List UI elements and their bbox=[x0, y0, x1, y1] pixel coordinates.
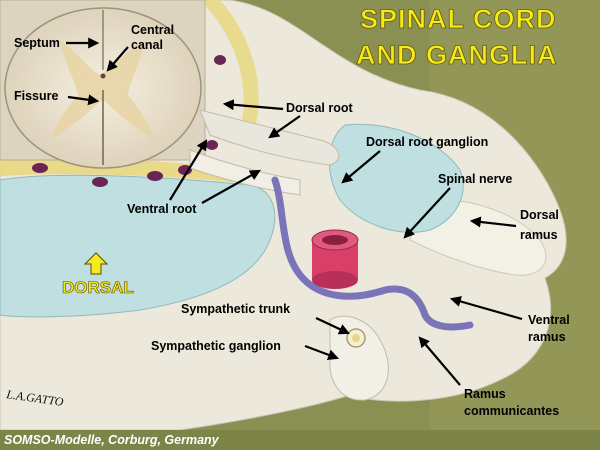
title-line-1: SPINAL CORD bbox=[360, 4, 557, 34]
label-dorsal-ramus-2: ramus bbox=[520, 228, 558, 242]
membrane-band-top bbox=[0, 157, 232, 182]
arrow-central-canal bbox=[106, 46, 129, 72]
arrow-dorsal-root-ganglion bbox=[341, 150, 381, 184]
fluid-space-left bbox=[0, 174, 276, 318]
label-fissure: Fissure bbox=[14, 89, 59, 103]
leader-arrows bbox=[66, 37, 523, 386]
arrow-ventral-root-2 bbox=[201, 169, 261, 204]
label-central-canal-1: Central bbox=[131, 23, 174, 37]
label-dorsal-ramus-1: Dorsal bbox=[520, 208, 559, 222]
arrow-dorsal-root-2 bbox=[268, 115, 301, 139]
label-dorsal-root: Dorsal root bbox=[286, 101, 354, 115]
label-septum: Septum bbox=[14, 36, 60, 50]
label-sympathetic-ganglion: Sympathetic ganglion bbox=[151, 339, 281, 353]
arrow-ramus-communicantes bbox=[418, 336, 461, 386]
arrow-sympathetic-trunk bbox=[315, 317, 350, 335]
label-spinal-nerve: Spinal nerve bbox=[438, 172, 512, 186]
membrane-band-upper bbox=[200, 0, 259, 130]
title-line-2: AND GANGLIA bbox=[356, 40, 558, 70]
arrow-fissure bbox=[67, 94, 100, 106]
artery-vessel bbox=[311, 229, 359, 289]
label-central-canal-2: canal bbox=[131, 38, 163, 52]
label-ventral-ramus-1: Ventral bbox=[528, 313, 570, 327]
fluid-space-right bbox=[328, 123, 464, 233]
up-arrow-icon bbox=[83, 252, 109, 275]
dorsal-orientation-label: DORSAL bbox=[62, 278, 134, 297]
arrow-ventral-ramus bbox=[449, 296, 523, 321]
central-canal-dot bbox=[100, 73, 106, 79]
label-dorsal-root-ganglion: Dorsal root ganglion bbox=[366, 135, 488, 149]
label-ramus-communicantes-2: communicantes bbox=[464, 404, 559, 418]
arrow-ventral-root-1 bbox=[169, 139, 208, 201]
credit-band bbox=[0, 430, 600, 450]
label-ramus-communicantes-1: Ramus bbox=[464, 387, 506, 401]
arrow-dorsal-root-1 bbox=[222, 99, 284, 111]
label-ventral-root: Ventral root bbox=[127, 202, 197, 216]
trunk-cut-inner bbox=[352, 334, 360, 342]
credit-text: SOMSO-Modelle, Corburg, Germany bbox=[4, 433, 220, 447]
label-sympathetic-trunk: Sympathetic trunk bbox=[181, 302, 290, 316]
arrow-spinal-nerve bbox=[403, 187, 451, 239]
arrow-dorsal-ramus bbox=[469, 216, 517, 228]
label-ventral-ramus-2: ramus bbox=[528, 330, 566, 344]
vessel-dots bbox=[32, 55, 226, 187]
arrow-sympathetic-ganglion bbox=[304, 344, 340, 361]
sympathetic-nerve bbox=[271, 176, 474, 331]
sympathetic-trunk-shape bbox=[329, 315, 389, 401]
